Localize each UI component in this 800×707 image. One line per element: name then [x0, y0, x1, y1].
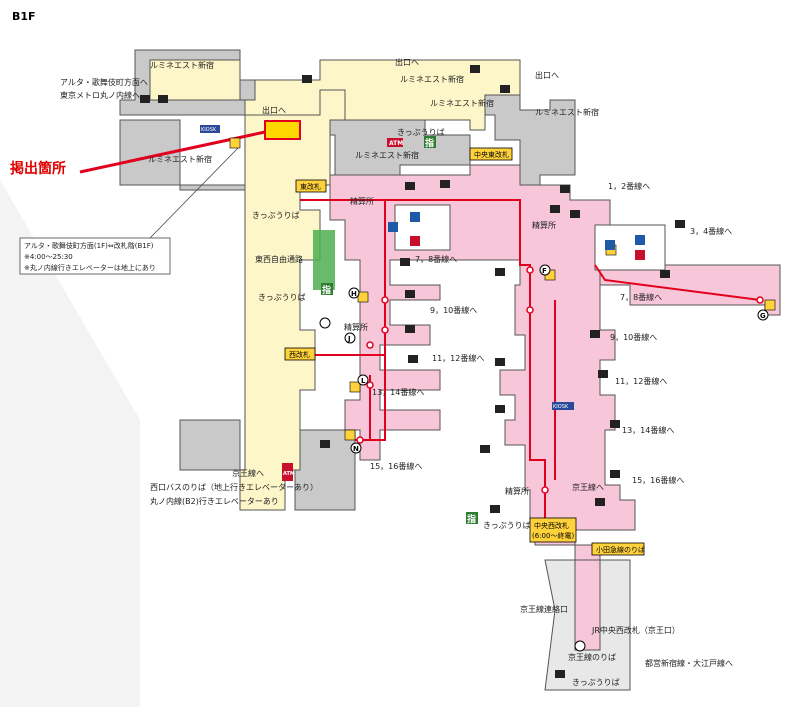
atm-icon-1: ATM	[389, 140, 403, 147]
track-1-2-label: 1，2番線へ	[608, 181, 650, 191]
lumine-label-4: ルミネエスト新宿	[535, 107, 599, 117]
marker-L: L	[361, 377, 366, 385]
reserved-ticket-icon-2: 指	[322, 284, 331, 296]
east-gate-label: 東改札	[300, 182, 321, 191]
ticket-label-2: きっぷうりば	[252, 211, 300, 220]
track-3-4-label: 3，4番線へ	[690, 226, 732, 236]
exit-label-2: 出口へ	[395, 57, 419, 67]
alta-direction-label: アルタ・歌舞伎町方面へ	[60, 77, 148, 87]
facility-icons: ATM ATM 指 指 指 KIOSK KIOSK	[200, 125, 776, 652]
fare-label-2: 精算所	[532, 220, 556, 230]
track-7-8-label-b: 7，8番線へ	[620, 292, 662, 302]
track-11-12-label-b: 11，12番線へ	[615, 376, 667, 386]
keio-platform-label: 京王線のりば	[568, 652, 616, 662]
marker-G: G	[760, 312, 766, 320]
building-southwest	[294, 429, 356, 511]
ticket-label-3: きっぷうりば	[258, 293, 306, 302]
exit-label-1: 出口へ	[262, 105, 286, 115]
exit-label-3: 出口へ	[535, 70, 559, 80]
fare-label-4: 精算所	[505, 486, 529, 496]
marker-F: F	[542, 267, 547, 275]
central-west-gate-hours: (6:00〜終電)	[532, 531, 574, 540]
building-northeast	[484, 89, 576, 196]
reserved-ticket-icon-1: 指	[425, 137, 434, 149]
marunouchi-b2-label: 丸ノ内線(B2)行きエレベーターあり	[150, 496, 279, 506]
west-gate-label: 西改札	[289, 350, 310, 359]
track-15-16-label-a: 15，16番線へ	[370, 461, 422, 471]
posting-location-highlight	[264, 120, 301, 140]
track-11-12-label-a: 11，12番線へ	[432, 353, 484, 363]
free-passage-label: 東西自由通路	[255, 254, 303, 264]
lumine-label-5: ルミネエスト新宿	[148, 154, 212, 164]
note-line-1: アルタ・歌舞伎町方面(1F)⇔改札階(B1F)	[24, 241, 154, 250]
marker-H: H	[351, 290, 357, 298]
keio-label-1: 京王線へ	[232, 468, 264, 478]
central-west-gate-label: 中央西改札	[534, 521, 569, 530]
concourse-north-strip	[149, 59, 521, 131]
note-box	[19, 237, 171, 275]
restroom-block	[394, 204, 451, 251]
note-leader	[149, 147, 239, 239]
odakyu-label: 小田急線のりば	[596, 545, 645, 554]
free-passage-green	[313, 230, 335, 290]
lumine-label-1: ルミネエスト新宿	[150, 60, 214, 70]
ticket-label-4: きっぷうりば	[483, 521, 531, 530]
metro-direction-label: 東京メトロ丸ノ内線へ	[60, 90, 140, 100]
kiosk-icon-1: KIOSK	[201, 127, 217, 133]
note-line-3: ※丸ノ内線行きエレベーターは地上にあり	[24, 263, 156, 272]
building-west-lower	[179, 419, 241, 471]
ticket-label-5: きっぷうりば	[572, 678, 620, 687]
callout-label: 掲出箇所	[10, 160, 66, 177]
fare-label-1: 精算所	[350, 196, 374, 206]
south-passage-pink	[574, 559, 601, 651]
stair-icons	[140, 65, 685, 678]
ticket-label-1: きっぷうりば	[397, 128, 445, 137]
jr-central-west-label: JR中央西改札（京王口）	[591, 625, 680, 635]
marker-N: N	[353, 445, 359, 453]
track-15-16-label-b: 15，16番線へ	[632, 475, 684, 485]
map-labels: アルタ・歌舞伎町方面へ 東京メトロ丸ノ内線へ ルミネエスト新宿 出口へ 出口へ …	[60, 57, 733, 687]
lumine-label-6: ルミネエスト新宿	[355, 150, 419, 160]
track-13-14-label-b: 13，14番線へ	[622, 425, 674, 435]
note-line-2: ※4:00〜25:30	[24, 253, 73, 261]
marker-J: J	[347, 335, 351, 343]
keio-connection-label: 京王線連絡口	[520, 604, 568, 614]
marker-letters: F G H J L N	[344, 264, 769, 454]
route-east	[594, 264, 761, 301]
floor-label: B1F	[12, 10, 36, 23]
fare-label-3: 精算所	[344, 322, 368, 332]
keio-label-2: 京王線へ	[572, 482, 604, 492]
lumine-label-3: ルミネエスト新宿	[430, 98, 494, 108]
atm-icon-2: ATM	[283, 471, 295, 477]
kiosk-icon-2: KIOSK	[553, 404, 569, 410]
west-bus-label: 西口バスのりば（地上行きエレベーターあり）	[150, 482, 318, 492]
track-9-10-label-a: 9，10番線へ	[430, 305, 477, 315]
route-lines	[300, 199, 761, 521]
route-dots	[356, 266, 764, 494]
background-wedge	[0, 180, 140, 707]
track-7-8-label-a: 7，8番線へ	[415, 254, 457, 264]
toei-direction-label: 都営新宿線・大江戸線へ	[645, 658, 733, 668]
reserved-ticket-icon-3: 指	[467, 513, 476, 525]
central-east-gate-label: 中央東改札	[474, 150, 509, 159]
route-main-horizontal	[385, 199, 575, 521]
track-9-10-label-b: 9，10番線へ	[610, 332, 657, 342]
track-13-14-label-a: 13，14番線へ	[372, 387, 424, 397]
gate-boxes: 中央東改札 東改札 西改札 中央西改札 (6:00〜終電) 小田急線のりば	[284, 147, 645, 556]
lumine-label-2: ルミネエスト新宿	[400, 74, 464, 84]
